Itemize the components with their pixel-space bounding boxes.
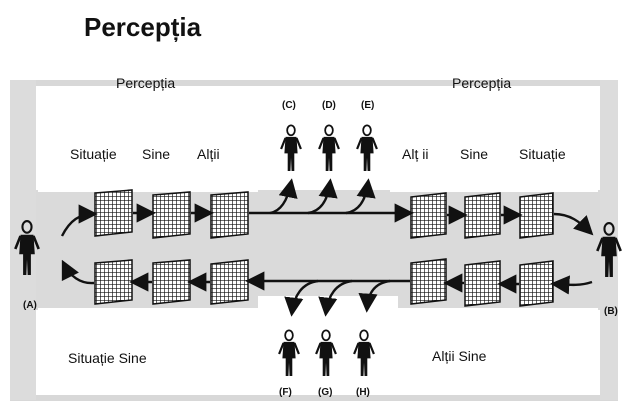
filter-bottom-left-3: [210, 259, 249, 305]
bottom-left-label: Situație Sine: [68, 350, 147, 366]
person-h-label: (H): [356, 387, 370, 398]
person-d-label: (D): [322, 100, 336, 111]
panel-bottom-right: [398, 308, 598, 395]
person-f-label: (F): [279, 387, 292, 398]
filter-label-situatie-left: Situație: [70, 146, 117, 162]
filter-label-altii-left: Alții: [197, 146, 220, 162]
person-e-label: (E): [361, 100, 375, 111]
filter-bottom-right-1: [410, 258, 447, 305]
right-header: Percepția: [452, 75, 512, 91]
panel-top-left: [38, 100, 258, 192]
panel-bottom-left: [38, 308, 274, 395]
filter-top-left-3: [210, 191, 249, 239]
flow-arrow-start-lower: [550, 275, 593, 295]
flow-arrow-start-upper: [60, 204, 98, 237]
branch-arrow-g: [318, 279, 353, 317]
person-b-label: (B): [604, 306, 618, 317]
filter-bottom-right-2: [464, 260, 501, 307]
filter-bottom-left-2: [152, 259, 191, 305]
branch-arrow-c: [269, 178, 298, 215]
bottom-right-label: Alții Sine: [432, 348, 487, 364]
flow-arrow-end-lower: [61, 259, 95, 285]
flow-arrow-end-upper: [553, 212, 594, 236]
frame-top: [10, 80, 618, 86]
branch-arrow-d: [307, 178, 338, 215]
page-title: Percepția: [84, 12, 202, 42]
filter-label-altii-right: Alț ii: [402, 146, 429, 162]
person-c-label: (C): [282, 100, 296, 111]
panel-top-right: [390, 100, 598, 192]
branch-arrow-e: [345, 178, 376, 215]
filter-bottom-left-1: [94, 259, 133, 305]
filter-top-right-2: [464, 192, 501, 239]
left-header: Percepția: [116, 75, 176, 91]
person-g-label: (G): [318, 387, 333, 398]
frame-bottom: [10, 395, 618, 401]
branch-arrow-f: [284, 279, 319, 317]
filter-bottom-right-3: [519, 260, 554, 307]
filter-label-sine-left: Sine: [142, 146, 171, 162]
filter-top-right-3: [519, 192, 554, 239]
filter-label-situatie-right: Situație: [519, 146, 566, 162]
filter-label-sine-right: Sine: [460, 146, 489, 162]
filter-top-left-2: [152, 191, 191, 239]
person-a-label: (A): [23, 300, 37, 311]
filter-top-right-1: [410, 192, 447, 239]
branch-arrow-h: [358, 279, 391, 313]
filter-top-left-1: [94, 189, 133, 237]
